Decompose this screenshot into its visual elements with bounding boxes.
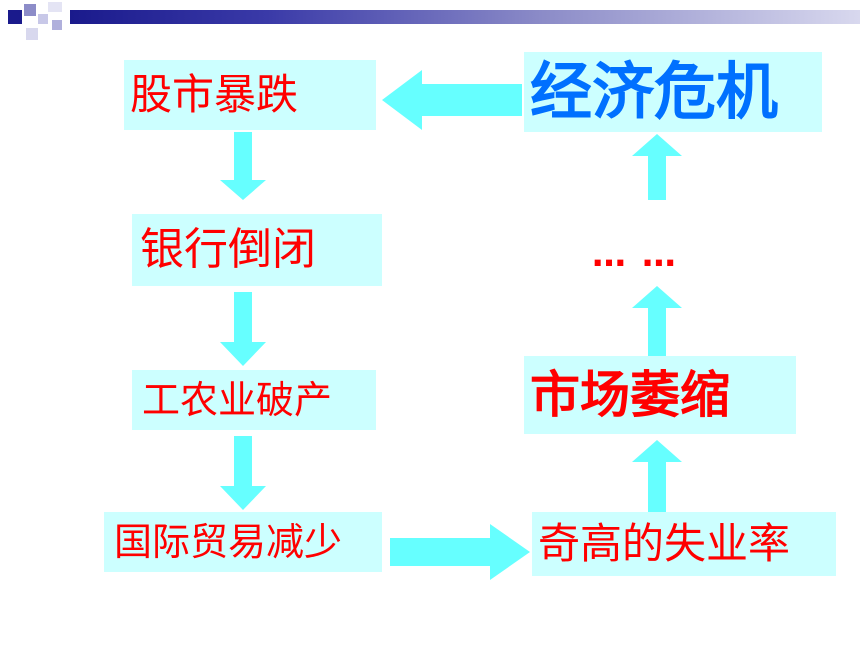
node-economic-crisis-label: 经济危机: [530, 55, 779, 128]
node-ellipsis: … …: [592, 235, 678, 275]
arrow-down-stock-to-bank: [220, 132, 266, 200]
node-stock-crash-label: 股市暴跌: [130, 70, 299, 119]
arrow-up-ellipsis-to-crisis: [632, 134, 682, 200]
node-high-unemployment-label: 奇高的失业率: [538, 519, 791, 568]
node-industry-bankruptcy-label: 工农业破产: [142, 378, 333, 422]
node-market-shrink-label: 市场萎缩: [530, 366, 730, 424]
node-economic-crisis: 经济危机: [524, 52, 822, 132]
node-trade-decline-label: 国际贸易减少: [114, 520, 343, 564]
node-high-unemployment: 奇高的失业率: [532, 512, 836, 576]
node-market-shrink: 市场萎缩: [524, 356, 796, 434]
arrow-left-crisis-to-stock: [382, 70, 522, 130]
arrow-down-industry-to-trade: [220, 436, 266, 510]
arrow-up-unemployment-to-market: [632, 440, 682, 512]
arrow-up-market-to-ellipsis: [632, 286, 682, 358]
node-bank-closure-label: 银行倒闭: [140, 224, 316, 275]
node-industry-bankruptcy: 工农业破产: [132, 370, 376, 430]
node-stock-crash: 股市暴跌: [124, 60, 376, 130]
header-gradient-bar: [70, 10, 860, 24]
node-bank-closure: 银行倒闭: [132, 214, 382, 286]
arrow-right-trade-to-unemployment: [390, 524, 530, 580]
arrow-down-bank-to-industry: [220, 292, 266, 366]
node-trade-decline: 国际贸易减少: [104, 512, 382, 572]
